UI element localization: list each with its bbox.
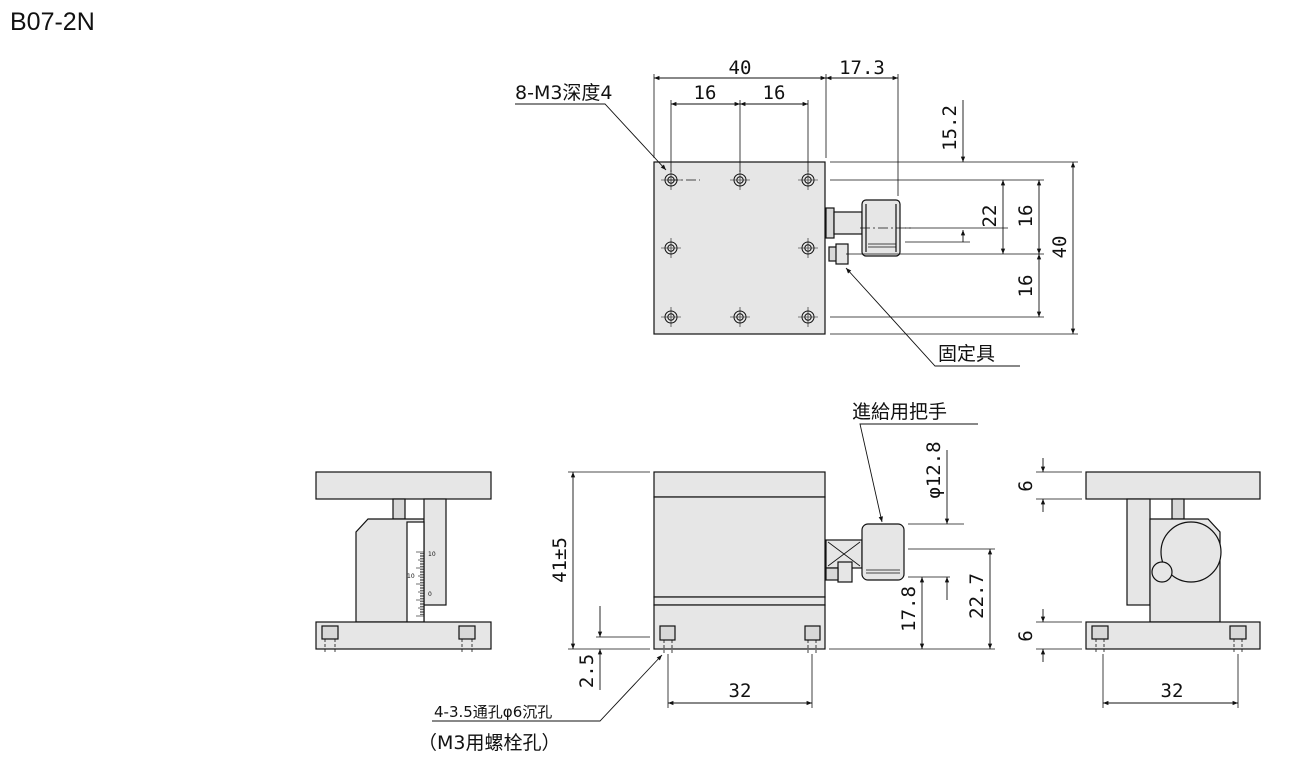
dim-knob-dia: φ12.8	[923, 441, 945, 498]
left-scale-labels: 10 0 10	[407, 551, 436, 598]
dim-knob-off: 15.2	[939, 105, 961, 151]
dim-knob-h: 22	[979, 205, 1001, 228]
dim-front-pitch: 32	[729, 680, 752, 702]
dim-hole-v2: 16	[1015, 275, 1037, 298]
tap-hole	[661, 307, 681, 327]
right-side-view	[1085, 471, 1261, 654]
dim-knob-h2: 22.7	[966, 573, 988, 619]
callout-tap-holes: 8-M3深度4	[515, 82, 613, 104]
dim-knob-h1: 17.8	[898, 586, 920, 632]
callout-knob: 進給用把手	[852, 401, 947, 423]
dim-stage-height: 41±5	[549, 537, 571, 583]
dim-hole-v1: 16	[1015, 205, 1037, 228]
callout-holes-line1: 4-3.5通孔φ6沉孔	[434, 703, 552, 721]
front-view	[653, 471, 905, 654]
front-view-text: 41±5 2.5 32 φ12.8 17.8 22.7 進給用把手 4-3.5通…	[418, 401, 988, 754]
callout-holes-line2: （M3用螺栓孔）	[418, 732, 560, 754]
dim-width: 40	[729, 57, 752, 79]
tap-hole	[661, 238, 681, 258]
front-view-dims	[432, 423, 995, 722]
right-side-dims	[1036, 458, 1239, 708]
tap-hole	[798, 307, 818, 327]
dim-pitch-2: 16	[763, 82, 786, 104]
dim-top-t: 6	[1015, 480, 1037, 491]
knob-front	[861, 523, 905, 581]
tap-hole	[798, 170, 818, 190]
top-view	[515, 74, 1078, 367]
tap-hole	[798, 238, 818, 258]
scale-tick-10a: 10	[428, 551, 436, 558]
dim-side-pitch: 32	[1161, 680, 1184, 702]
tap-hole	[730, 170, 750, 190]
dim-knob-ext: 17.3	[839, 57, 885, 79]
dim-base-t: 6	[1015, 630, 1037, 641]
scale-tick-0: 0	[428, 591, 432, 598]
left-side-view	[315, 471, 492, 654]
knob-side	[1160, 521, 1222, 583]
top-view-text: 40 17.3 16 16 15.2 22 16 40 16 8-M3深度4 固…	[515, 57, 1071, 365]
dim-pitch-1: 16	[694, 82, 717, 104]
dim-base: 2.5	[576, 654, 598, 688]
tap-hole	[730, 307, 750, 327]
right-side-text: 6 6 32	[1015, 480, 1183, 702]
scale-tick-10b: 10	[407, 573, 415, 580]
top-plate	[653, 161, 826, 335]
product-code-title: B07-2N	[10, 8, 95, 36]
dim-height: 40	[1049, 236, 1071, 259]
callout-clamp: 固定具	[938, 343, 995, 365]
